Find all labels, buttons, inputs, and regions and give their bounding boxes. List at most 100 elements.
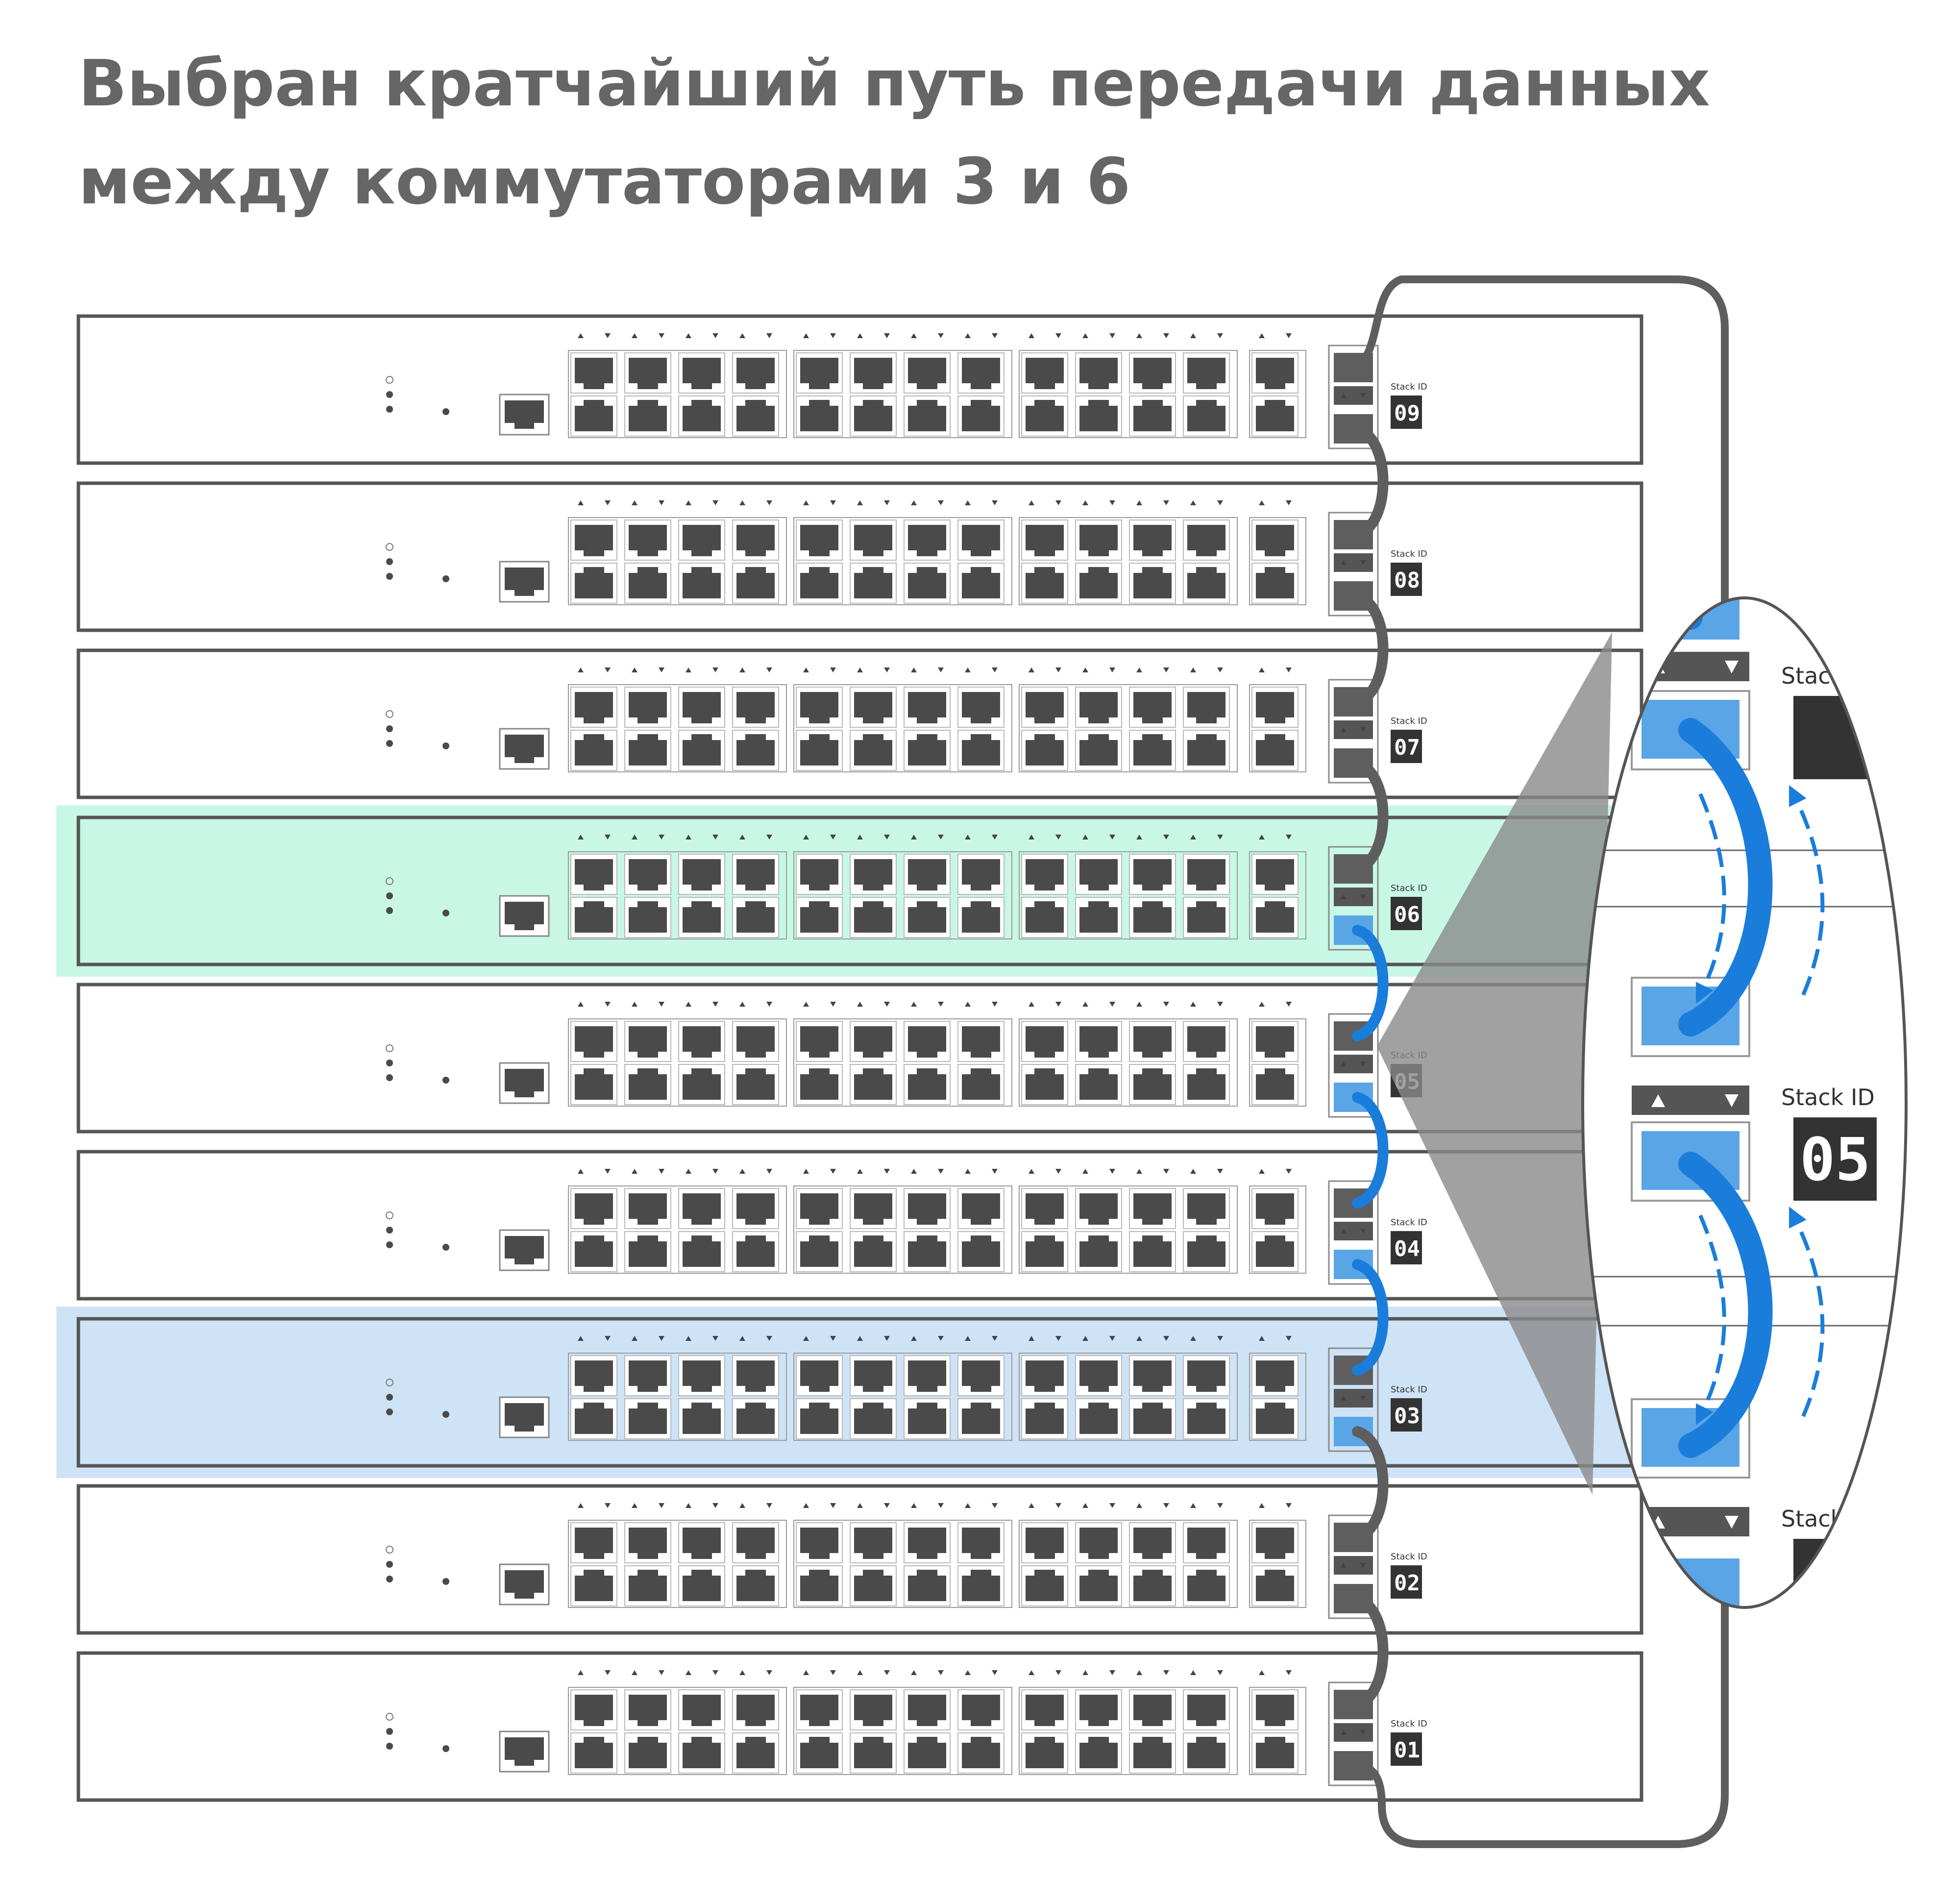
status-led — [386, 1060, 393, 1066]
led-up-icon — [1341, 1563, 1347, 1568]
led-up-icon — [803, 500, 809, 505]
led-down-icon — [884, 835, 890, 840]
status-led — [386, 1743, 393, 1750]
led-up-icon — [857, 835, 863, 840]
led-down-icon — [938, 1336, 944, 1341]
led-up-icon — [1259, 1169, 1265, 1174]
stack-id-label: Stack ID — [1781, 663, 1875, 689]
led-up-icon — [965, 500, 971, 505]
led-up-icon — [1259, 1670, 1265, 1675]
led-down-icon — [659, 1336, 664, 1341]
ethernet-port — [962, 1235, 1000, 1267]
ethernet-port — [962, 1360, 1000, 1392]
led-down-icon — [830, 1336, 836, 1341]
sfp-cage — [1328, 1347, 1379, 1452]
ethernet-port — [575, 1570, 613, 1601]
led-down-icon — [938, 1503, 944, 1508]
led-down-icon — [1055, 1503, 1061, 1508]
led-down-icon — [1725, 661, 1739, 673]
led-down-icon — [1109, 333, 1115, 338]
ethernet-port — [908, 567, 946, 598]
sfp-cage — [1328, 1013, 1379, 1118]
ethernet-port — [962, 734, 1000, 766]
ethernet-port — [683, 901, 721, 933]
ethernet-port — [629, 1695, 667, 1726]
ethernet-port — [1256, 1026, 1294, 1058]
led-up-icon — [1259, 667, 1265, 672]
stack-id-display — [1391, 1565, 1422, 1599]
led-up-icon — [632, 1169, 637, 1174]
ethernet-port — [1133, 1528, 1172, 1559]
led-up-icon — [578, 1670, 584, 1675]
led-up-icon — [1259, 835, 1265, 840]
ethernet-port — [1026, 1026, 1064, 1058]
port-group — [1019, 1018, 1238, 1107]
led-down-icon — [1286, 1670, 1292, 1675]
ethernet-port — [683, 400, 721, 431]
ethernet-port — [1133, 692, 1172, 723]
ethernet-port — [629, 400, 667, 431]
ethernet-port — [1026, 692, 1064, 723]
led-down-icon — [1360, 727, 1366, 732]
led-down-icon — [1163, 1336, 1169, 1341]
stack-id-label: Stack ID — [1391, 1217, 1427, 1228]
led-up-icon — [1082, 500, 1088, 505]
led-up-icon — [1082, 1336, 1088, 1341]
led-up-icon — [739, 1169, 745, 1174]
led-up-icon — [686, 500, 691, 505]
sfp-cage — [1328, 345, 1379, 449]
ethernet-port — [736, 1403, 775, 1434]
port-group — [568, 851, 787, 939]
ethernet-port — [962, 358, 1000, 389]
ethernet-port — [1026, 1068, 1064, 1100]
ethernet-port — [1187, 901, 1225, 933]
sfp-led-strip — [1334, 720, 1373, 739]
stack-id-display — [1391, 730, 1422, 763]
ethernet-port — [908, 1570, 946, 1601]
led-down-icon — [938, 1169, 944, 1174]
stack-id-value: 08 — [1394, 568, 1420, 593]
port-group — [1019, 851, 1238, 939]
ethernet-port — [1133, 1026, 1172, 1058]
ethernet-port — [629, 567, 667, 598]
ethernet-port — [908, 1026, 946, 1058]
led-up-icon — [1082, 667, 1088, 672]
ethernet-port — [1133, 525, 1172, 556]
led-up-icon — [1190, 1670, 1196, 1675]
port-group — [568, 1186, 787, 1274]
ethernet-port — [575, 1360, 613, 1392]
ethernet-port — [1256, 1193, 1294, 1225]
ethernet-port — [1256, 1068, 1294, 1100]
led-up-icon — [911, 1670, 917, 1675]
ethernet-port — [683, 1235, 721, 1267]
ethernet-port — [1133, 734, 1172, 766]
sfp-cage — [1328, 1681, 1379, 1786]
ethernet-port — [629, 1403, 667, 1434]
stack-id-display — [1391, 563, 1422, 596]
ethernet-port — [1079, 1360, 1118, 1392]
status-led — [386, 1576, 393, 1582]
led-up-icon — [1136, 667, 1142, 672]
led-down-icon — [1055, 333, 1061, 338]
ethernet-port — [854, 901, 892, 933]
ethernet-port — [854, 1360, 892, 1392]
console-port-icon — [505, 1570, 544, 1599]
ethernet-port — [736, 1737, 775, 1768]
ethernet-port — [1133, 400, 1172, 431]
ethernet-port — [800, 1068, 838, 1100]
port-group — [568, 684, 787, 772]
ethernet-port — [575, 567, 613, 598]
ethernet-port — [575, 525, 613, 556]
led-down-icon — [1286, 333, 1292, 338]
ethernet-port — [736, 692, 775, 723]
ethernet-port — [1026, 734, 1064, 766]
status-led — [442, 1745, 449, 1752]
stack-id-display — [1793, 1117, 1877, 1201]
ethernet-port — [1133, 1068, 1172, 1100]
ethernet-port — [736, 1026, 775, 1058]
led-up-icon — [1136, 333, 1142, 338]
led-down-icon — [830, 500, 836, 505]
